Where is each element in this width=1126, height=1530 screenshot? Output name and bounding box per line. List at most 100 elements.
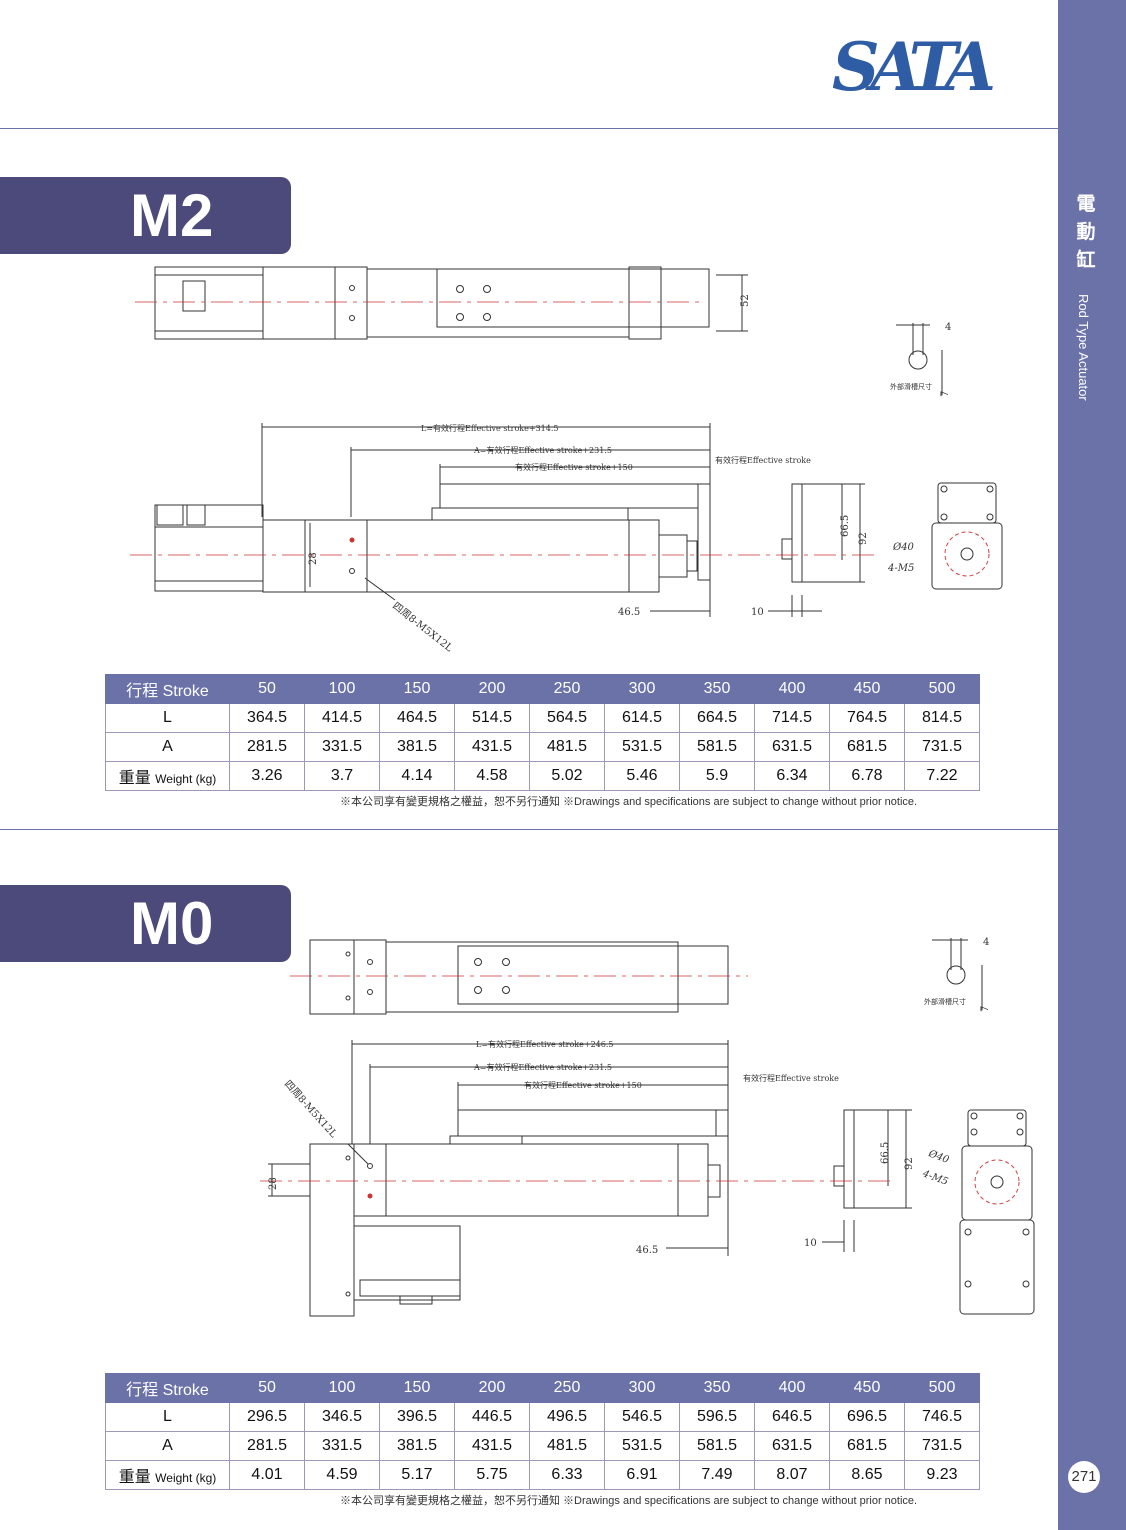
table-cell: 5.17 [379, 1460, 455, 1490]
stroke-cell: 50 [229, 674, 305, 704]
table-cell: 281.5 [229, 732, 305, 762]
svg-text:有效行程Effective stroke: 有效行程Effective stroke [715, 455, 811, 465]
table-cell: 696.5 [829, 1402, 905, 1432]
svg-text:Ø40: Ø40 [892, 542, 915, 553]
svg-text:4-M5: 4-M5 [920, 1168, 949, 1188]
sidebar-title-en: Rod Type Actuator [1076, 294, 1091, 401]
m2-technical-drawing: 52 4 7 外部滑槽尺寸 L=有效行程Effective stroke+314… [130, 266, 1003, 654]
table-cell: 6.91 [604, 1460, 680, 1490]
table-cell: 431.5 [454, 732, 530, 762]
table-cell: 364.5 [229, 703, 305, 733]
stroke-cell: 450 [829, 674, 905, 704]
svg-text:SATA: SATA [832, 32, 996, 96]
svg-text:4-M5: 4-M5 [887, 563, 914, 574]
svg-text:28: 28 [268, 1177, 279, 1190]
stroke-cell: 300 [604, 1373, 680, 1403]
table-cell: 481.5 [529, 1431, 605, 1461]
weight-label: 重量 Weight (kg) [105, 1460, 230, 1490]
svg-text:4: 4 [983, 937, 989, 948]
stroke-cell: 150 [379, 674, 455, 704]
table-cell: 6.78 [829, 761, 905, 791]
table-cell: 396.5 [379, 1402, 455, 1432]
svg-text:L=有效行程Effective stroke+314.5: L=有效行程Effective stroke+314.5 [421, 423, 558, 433]
svg-text:52: 52 [740, 294, 751, 307]
table-cell: 646.5 [754, 1402, 830, 1432]
table-cell: 596.5 [679, 1402, 755, 1432]
table-cell: 5.46 [604, 761, 680, 791]
table-cell: 446.5 [454, 1402, 530, 1432]
table-cell: 281.5 [229, 1431, 305, 1461]
table-row-weight: 重量 Weight (kg) 3.26 3.7 4.14 4.58 5.02 5… [105, 761, 980, 791]
row-label: L [105, 703, 230, 733]
table-cell: 746.5 [904, 1402, 980, 1432]
svg-text:A=有效行程Effective stroke+231.5: A=有效行程Effective stroke+231.5 [473, 1062, 612, 1072]
table-cell: 531.5 [604, 1431, 680, 1461]
table-cell: 331.5 [304, 1431, 380, 1461]
svg-text:92: 92 [858, 532, 869, 545]
table-cell: 3.7 [304, 761, 380, 791]
m0-technical-drawing: 4 7 外部滑槽尺寸 L=有效行程Effective stroke+246.5 … [260, 937, 1035, 1317]
table-row-l: L 364.5 414.5 464.5 514.5 564.5 614.5 66… [105, 703, 980, 733]
table-cell: 4.59 [304, 1460, 380, 1490]
svg-text:10: 10 [804, 1238, 817, 1249]
stroke-cell: 500 [904, 1373, 980, 1403]
table-cell: 9.23 [904, 1460, 980, 1490]
stroke-cell: 250 [529, 1373, 605, 1403]
svg-text:A=有效行程Effective stroke+231.5: A=有效行程Effective stroke+231.5 [473, 445, 612, 455]
table-cell: 414.5 [304, 703, 380, 733]
header-divider [0, 128, 1058, 129]
table-cell: 6.34 [754, 761, 830, 791]
table-cell: 714.5 [754, 703, 830, 733]
stroke-header: 行程 Stroke [105, 1373, 230, 1403]
table-cell: 514.5 [454, 703, 530, 733]
table-row-l: L 296.5 346.5 396.5 446.5 496.5 546.5 59… [105, 1402, 980, 1432]
table-header-row: 行程 Stroke 50 100 150 200 250 300 350 400… [105, 1373, 980, 1403]
table-cell: 5.02 [529, 761, 605, 791]
table-cell: 381.5 [379, 1431, 455, 1461]
svg-text:7: 7 [980, 1006, 991, 1012]
table-cell: 731.5 [904, 1431, 980, 1461]
table-cell: 581.5 [679, 732, 755, 762]
table-cell: 546.5 [604, 1402, 680, 1432]
sata-logo: SATA [832, 32, 996, 96]
stroke-cell: 350 [679, 1373, 755, 1403]
stroke-cell: 250 [529, 674, 605, 704]
table-row-a: A 281.5 331.5 381.5 431.5 481.5 531.5 58… [105, 1431, 980, 1461]
sidebar-title-cn: 電動缸 [1076, 193, 1096, 271]
table-row-weight: 重量 Weight (kg) 4.01 4.59 5.17 5.75 6.33 … [105, 1460, 980, 1490]
disclaimer-note: ※本公司享有變更規格之權益，恕不另行通知 ※Drawings and speci… [340, 796, 918, 808]
weight-label: 重量 Weight (kg) [105, 761, 230, 791]
table-cell: 431.5 [454, 1431, 530, 1461]
table-cell: 4.14 [379, 761, 455, 791]
table-cell: 296.5 [229, 1402, 305, 1432]
table-cell: 5.75 [454, 1460, 530, 1490]
sidebar [1058, 0, 1126, 1530]
svg-text:有效行程Effective stroke: 有效行程Effective stroke [743, 1073, 839, 1083]
table-cell: 564.5 [529, 703, 605, 733]
svg-text:66.5: 66.5 [840, 515, 851, 537]
table-cell: 464.5 [379, 703, 455, 733]
stroke-cell: 400 [754, 674, 830, 704]
table-cell: 764.5 [829, 703, 905, 733]
page-number: 271 [1068, 1461, 1100, 1493]
table-cell: 481.5 [529, 732, 605, 762]
svg-text:L=有效行程Effective stroke+246.5: L=有效行程Effective stroke+246.5 [476, 1039, 613, 1049]
table-header-row: 行程 Stroke 50 100 150 200 250 300 350 400… [105, 674, 980, 704]
section-divider [0, 829, 1058, 830]
table-cell: 7.22 [904, 761, 980, 791]
table-cell: 631.5 [754, 732, 830, 762]
table-cell: 731.5 [904, 732, 980, 762]
table-cell: 681.5 [829, 1431, 905, 1461]
svg-text:外部滑槽尺寸: 外部滑槽尺寸 [890, 382, 932, 391]
stroke-cell: 200 [454, 1373, 530, 1403]
table-cell: 4.58 [454, 761, 530, 791]
svg-text:92: 92 [904, 1157, 915, 1170]
table-cell: 531.5 [604, 732, 680, 762]
table-row-a: A 281.5 331.5 381.5 431.5 481.5 531.5 58… [105, 732, 980, 762]
svg-text:有效行程Effective stroke+150: 有效行程Effective stroke+150 [524, 1080, 642, 1090]
svg-text:28: 28 [308, 552, 319, 565]
table-cell: 8.07 [754, 1460, 830, 1490]
svg-text:四周8-M5X12L: 四周8-M5X12L [282, 1078, 340, 1140]
table-cell: 614.5 [604, 703, 680, 733]
m2-spec-table: 行程 Stroke 50 100 150 200 250 300 350 400… [105, 674, 980, 791]
